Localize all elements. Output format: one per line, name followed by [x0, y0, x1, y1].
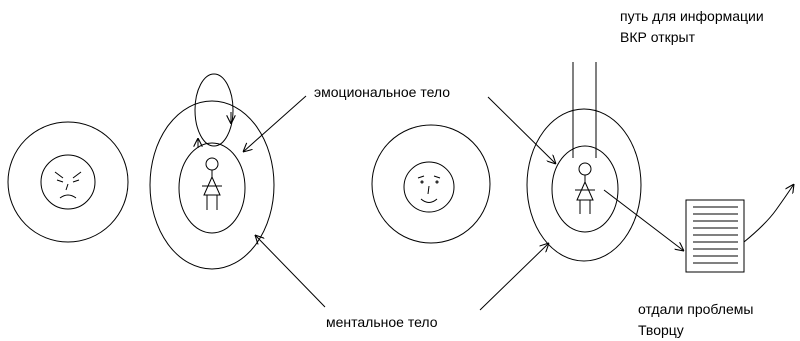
stick-figure-icon	[202, 157, 222, 210]
mental-body-ellipse	[149, 100, 275, 270]
emotional-body-ellipse	[551, 145, 619, 233]
arrow-emotional-label-to-right	[487, 96, 556, 164]
energy-loop-ellipse	[194, 73, 234, 147]
arrow-person-to-document	[603, 189, 684, 251]
face-circle	[403, 161, 455, 213]
arrow-emotional-label-to-left	[243, 95, 307, 152]
info-path-label-line1: путь для информации	[620, 8, 764, 24]
person-loop-figure	[149, 73, 275, 270]
arrow-mental-label-to-left	[255, 235, 326, 308]
stick-figure-icon	[575, 162, 595, 214]
outer-circle	[371, 124, 491, 244]
gave-problems-label-line1: отдали проблемы	[638, 301, 753, 317]
smiling-face-icon	[417, 175, 441, 203]
info-path-label-line2: ВКР открыт	[620, 29, 696, 45]
face-circle	[40, 154, 96, 210]
angry-face-figure	[7, 121, 129, 243]
person-channel-figure	[526, 62, 642, 262]
emotional-body-ellipse	[178, 142, 246, 234]
mental-body-label: ментальное тело	[326, 314, 438, 330]
arrow-document-to-creator	[743, 184, 794, 243]
smiling-face-figure	[371, 124, 491, 244]
outer-circle	[7, 121, 129, 243]
arrow-mental-label-to-right	[479, 243, 549, 311]
angry-face-icon	[54, 171, 82, 199]
gave-problems-label-line2: Творцу	[638, 322, 684, 338]
document-icon	[685, 199, 745, 273]
mental-body-ellipse	[526, 108, 642, 262]
emotional-body-label: эмоциональное тело	[314, 84, 450, 100]
